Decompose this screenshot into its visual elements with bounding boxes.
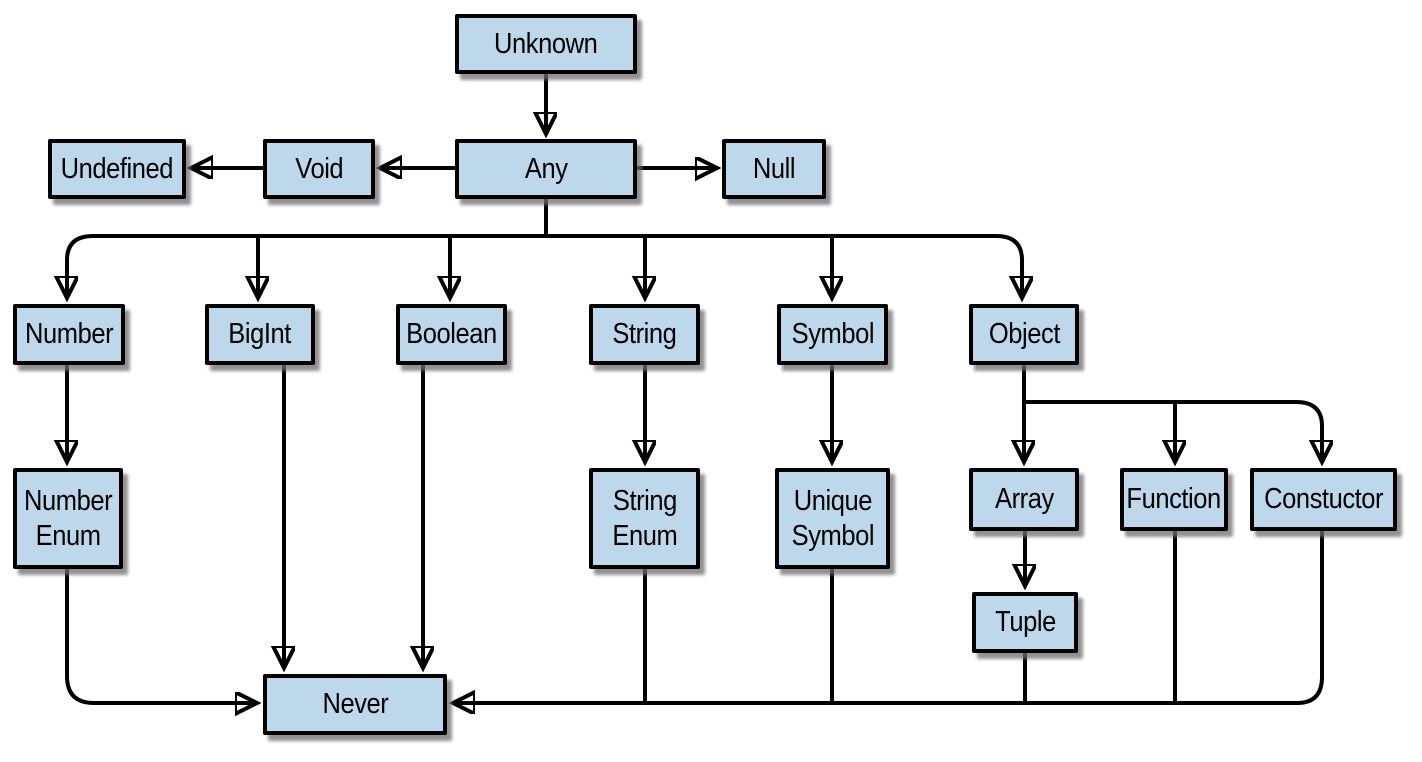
node-function-label: Function [1126, 483, 1222, 516]
node-string: String [589, 304, 700, 365]
edge-numberenum-never [65, 569, 256, 703]
node-boolean-label: Boolean [406, 318, 497, 351]
node-tuple: Tuple [972, 592, 1078, 653]
edge-constuctor-never [454, 531, 1324, 703]
node-string-enum: String Enum [589, 468, 700, 569]
node-number-label: Number [24, 318, 114, 351]
node-symbol: Symbol [777, 304, 888, 365]
node-never-label: Never [322, 688, 388, 721]
node-tuple-label: Tuple [994, 606, 1056, 639]
node-null-label: Null [752, 152, 796, 185]
node-string-enum-label: String Enum [612, 484, 677, 552]
node-number-enum: Number Enum [13, 468, 123, 569]
node-any-label: Any [524, 152, 568, 185]
node-object-label: Object [988, 318, 1060, 351]
node-void-label: Void [295, 152, 343, 185]
node-unknown-label: Unknown [494, 27, 598, 60]
node-unique-symbol-label: Unique Symbol [791, 484, 874, 552]
edge-any-number [67, 234, 140, 297]
node-constuctor: Constuctor [1250, 468, 1397, 531]
node-object: Object [969, 304, 1079, 365]
node-array-label: Array [994, 483, 1054, 516]
node-unknown: Unknown [455, 14, 637, 74]
node-string-label: String [612, 318, 677, 351]
node-null: Null [722, 139, 826, 199]
node-void: Void [263, 139, 375, 199]
edge-any-object [950, 234, 1022, 297]
node-boolean: Boolean [396, 304, 507, 365]
node-constuctor-label: Constuctor [1263, 483, 1383, 516]
node-any: Any [455, 139, 637, 199]
node-bigint: BigInt [205, 304, 315, 365]
node-never: Never [263, 674, 447, 735]
node-undefined-label: Undefined [60, 152, 174, 185]
node-array: Array [969, 468, 1079, 531]
edge-object-constuctor [1230, 400, 1322, 461]
node-number-enum-label: Number Enum [23, 484, 113, 552]
node-symbol-label: Symbol [791, 318, 874, 351]
node-undefined: Undefined [48, 139, 186, 199]
node-bigint-label: BigInt [228, 318, 292, 351]
node-number: Number [13, 304, 125, 365]
node-unique-symbol: Unique Symbol [775, 468, 890, 569]
node-function: Function [1120, 468, 1228, 531]
